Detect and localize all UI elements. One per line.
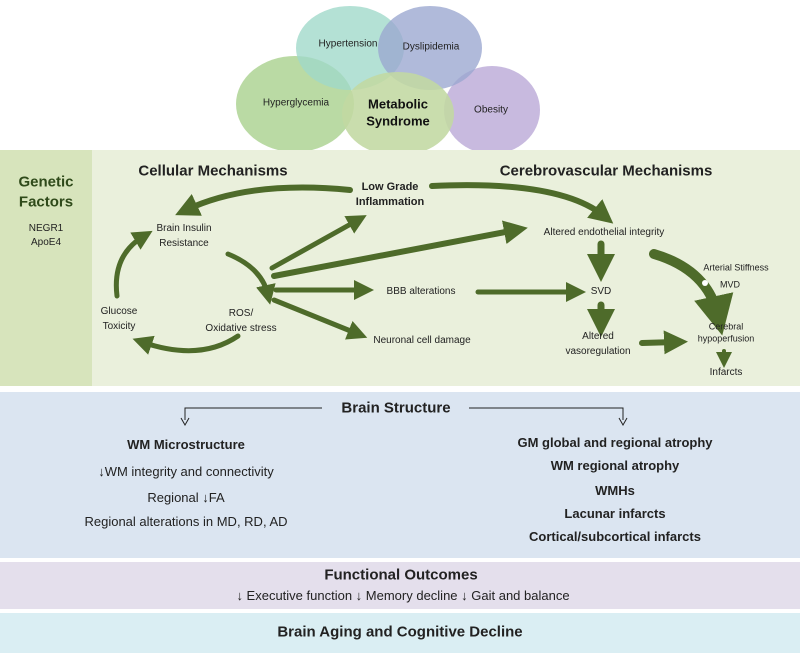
ros-line2: Oxidative stress xyxy=(205,322,277,334)
arrow-ros-to-glucose xyxy=(132,333,241,355)
functional-outcomes-items: ↓ Executive function ↓ Memory decline ↓ … xyxy=(236,587,570,603)
obesity-label: Obesity xyxy=(474,104,508,116)
brain-structure-panel xyxy=(0,392,800,558)
arrow-inflammation-to-insulin xyxy=(175,184,353,216)
brain-structure-title: Brain Structure xyxy=(341,399,451,417)
genetic-title-line2: Factors xyxy=(18,193,74,211)
genetic-title-line1: Genetic xyxy=(18,173,74,191)
arrow-glucose-to-insulin xyxy=(113,230,153,299)
hypertension-label: Hypertension xyxy=(318,38,378,50)
vasoregulation-line2: vasoregulation xyxy=(565,345,631,357)
gene-negr1: NEGR1 xyxy=(28,222,64,234)
regional-fa-item: Regional ↓FA xyxy=(147,489,225,505)
arrow-endothelial-to-hypoperfusion xyxy=(649,249,734,336)
arrow-ros-to-inflammation xyxy=(269,215,367,271)
arterial-stiffness-label: Arterial Stiffness xyxy=(703,262,769,273)
cortical-infarcts-item: Cortical/subcortical infarcts xyxy=(529,528,701,544)
arrow-inflammation-to-endothelial xyxy=(429,182,614,224)
genetic-factors-panel xyxy=(0,150,92,386)
functional-outcomes-panel xyxy=(0,562,800,609)
arrow-vasoregulation-to-hypoperfusion xyxy=(639,330,688,355)
cerebrovascular-mechanisms-title: Cerebrovascular Mechanisms xyxy=(499,162,713,180)
endothelial-label: Altered endothelial integrity xyxy=(543,226,665,238)
infarcts-label: Infarcts xyxy=(709,366,743,378)
arrow-ros-to-endothelial xyxy=(271,220,528,279)
hypoperfusion-line1: Cerebral xyxy=(708,321,744,332)
arrow-ros-to-neuronal xyxy=(271,297,368,340)
gene-apoe4: ApoE4 xyxy=(30,236,62,248)
wm-microstructure-heading: WM Microstructure xyxy=(127,436,245,452)
functional-outcomes-title: Functional Outcomes xyxy=(324,566,478,584)
regional-alterations-item: Regional alterations in MD, RD, AD xyxy=(84,513,288,529)
wm-atrophy-item: WM regional atrophy xyxy=(550,457,680,473)
brain-aging-panel xyxy=(0,613,800,653)
glucose-line2: Toxicity xyxy=(102,320,136,332)
metabolic-label-line1: Metabolic xyxy=(368,96,428,112)
lacunar-infarcts-item: Lacunar infarcts xyxy=(564,505,666,521)
arrow-insulin-to-ros xyxy=(225,251,276,305)
gm-atrophy-item: GM global and regional atrophy xyxy=(517,434,713,450)
mvd-label: MVD xyxy=(720,279,740,290)
svd-label: SVD xyxy=(590,285,612,297)
insulin-line1: Brain Insulin xyxy=(156,222,212,234)
insulin-line2: Resistance xyxy=(159,237,209,249)
brain-aging-title: Brain Aging and Cognitive Decline xyxy=(277,623,523,641)
cellular-mechanisms-title: Cellular Mechanisms xyxy=(138,162,288,180)
inflammation-line1: Low Grade xyxy=(361,181,419,194)
mvd-dot xyxy=(702,280,708,286)
ros-line1: ROS/ xyxy=(228,307,254,319)
wm-integrity-item: ↓WM integrity and connectivity xyxy=(98,463,274,479)
hypoperfusion-line2: hypoperfusion xyxy=(697,333,755,344)
dyslipidemia-label: Dyslipidemia xyxy=(402,41,460,53)
wmhs-item: WMHs xyxy=(595,482,635,498)
bbb-label: BBB alterations xyxy=(386,285,456,297)
metabolic-label-line2: Syndrome xyxy=(366,113,430,129)
hyperglycemia-label: Hyperglycemia xyxy=(262,97,330,109)
vasoregulation-line1: Altered xyxy=(582,330,614,342)
inflammation-line2: Inflammation xyxy=(355,196,425,209)
metabolic-syndrome-circle xyxy=(342,72,454,156)
glucose-line1: Glucose xyxy=(100,305,138,317)
neuronal-label: Neuronal cell damage xyxy=(373,334,471,346)
